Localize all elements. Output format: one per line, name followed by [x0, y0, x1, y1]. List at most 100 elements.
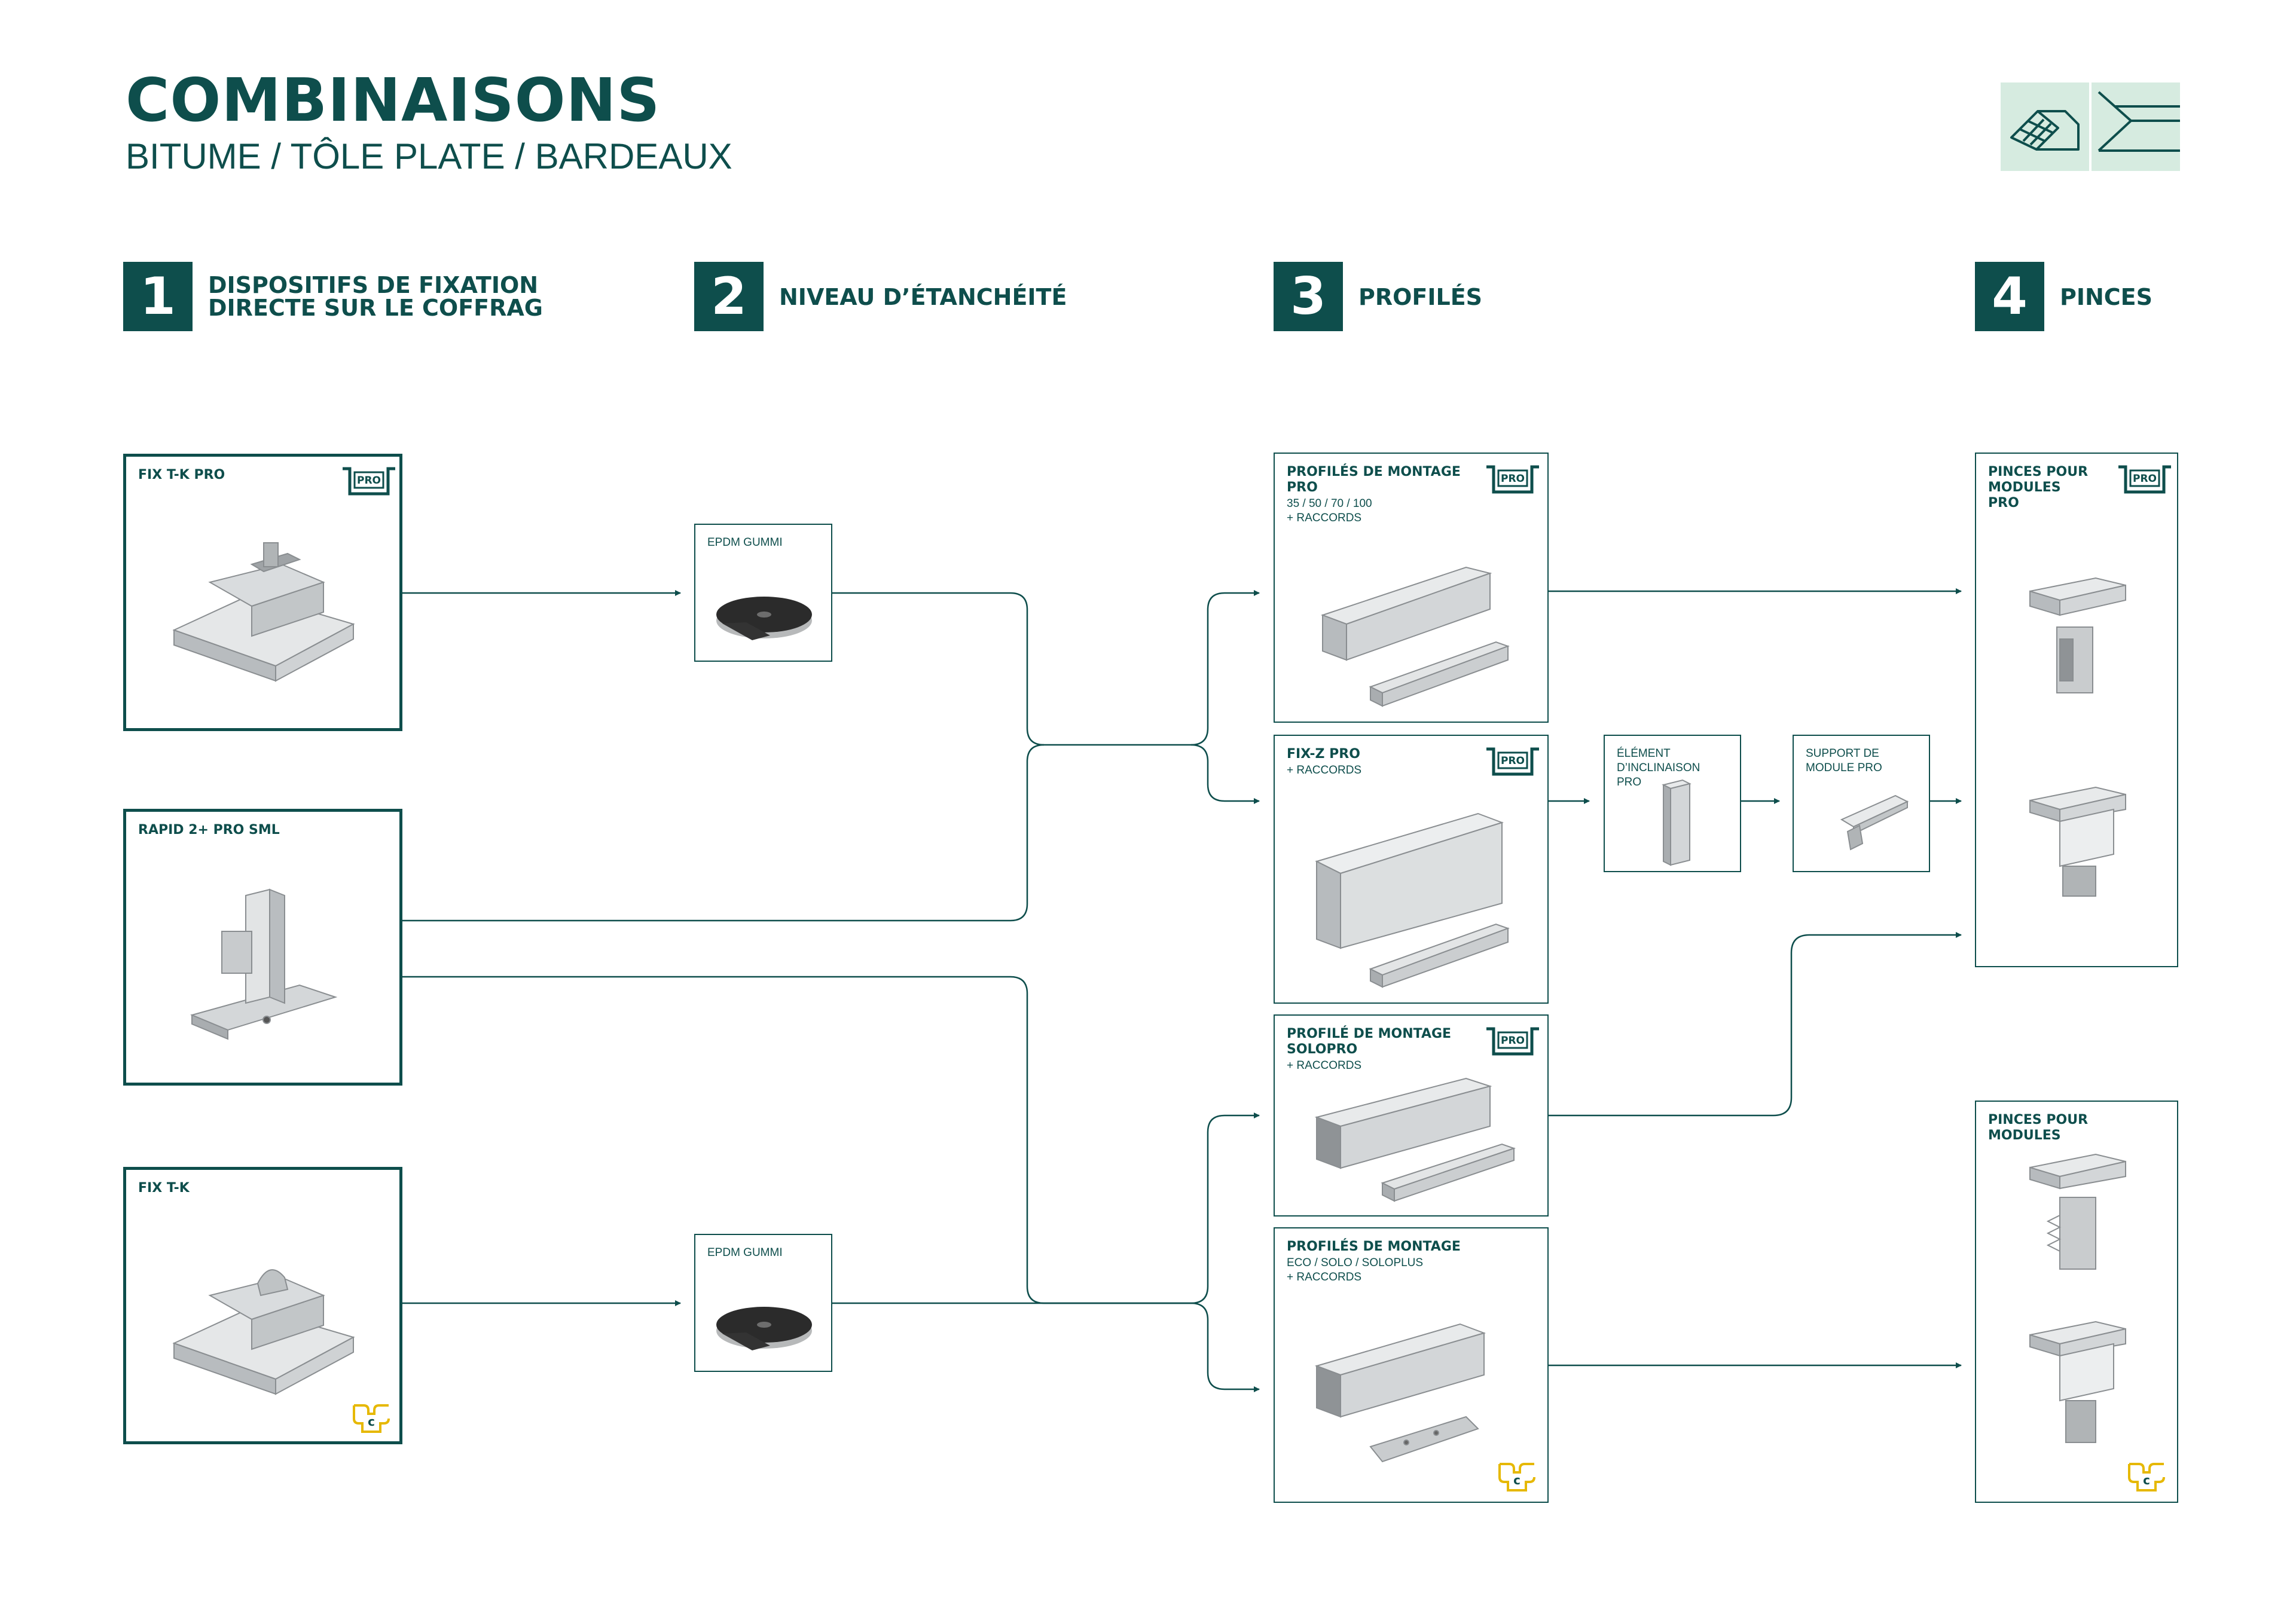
- middle-clamp-pro-image: [2029, 786, 2126, 897]
- product-subtitle: + RACCORDS: [1287, 764, 1362, 777]
- pro-badge-icon: PRO: [1486, 747, 1539, 776]
- cs-badge-icon: c: [353, 1404, 390, 1433]
- connector-hub-to-solopro: [1190, 1112, 1260, 1304]
- product-card-fix-z-pro[interactable]: FIX-Z PRO + RACCORDS PRO: [1274, 735, 1549, 1004]
- product-title: PROFILÉS DE MONTAGE: [1287, 1239, 1461, 1254]
- product-subtitle-line2: + RACCORDS: [1287, 512, 1362, 524]
- fix-tk-product-image: [172, 1269, 355, 1395]
- fix-tk-pro-product-image: [172, 542, 355, 682]
- step-3-title: PROFILÉS: [1358, 284, 1483, 310]
- mounting-profile-pro-image: [1321, 566, 1510, 707]
- cs-badge-text: c: [368, 1414, 375, 1429]
- cs-badge-icon: c: [1498, 1463, 1535, 1491]
- eco-solo-profile-image: [1314, 1323, 1486, 1463]
- product-name-line1: ÉLÉMENT: [1617, 747, 1671, 760]
- connector-hub-to-fixz: [1190, 744, 1260, 804]
- product-subtitle: 35 / 50 / 70 / 100 + RACCORDS: [1287, 497, 1372, 525]
- product-card-fix-tk[interactable]: FIX T-K c: [123, 1167, 402, 1444]
- product-card-epdm-gummi-lower[interactable]: EPDM GUMMI: [694, 1234, 832, 1372]
- flat-roof-logo-icon: [2092, 82, 2180, 171]
- rapid-2-pro-sml-product-image: [190, 888, 338, 1040]
- product-title: PROFILÉ DE MONTAGE SOLOPRO: [1287, 1026, 1451, 1057]
- product-card-fix-tk-pro[interactable]: FIX T-K PRO PRO: [123, 454, 402, 731]
- product-name-line2: MODULE PRO: [1806, 762, 1882, 774]
- epdm-roll-icon: [716, 1307, 812, 1350]
- pro-badge-icon: PRO: [1486, 1027, 1539, 1056]
- product-card-profile-solopro[interactable]: PROFILÉ DE MONTAGE SOLOPRO + RACCORDS PR…: [1274, 1014, 1549, 1217]
- tilt-element-image: [1662, 779, 1692, 866]
- product-subtitle-line1: 35 / 50 / 70 / 100: [1287, 497, 1372, 510]
- cs-badge-text: c: [1513, 1473, 1521, 1487]
- product-name: EPDM GUMMI: [707, 1246, 783, 1259]
- pro-badge-icon: PRO: [2118, 465, 2171, 494]
- connector-rapid-to-lower: [402, 976, 1191, 1304]
- step-3-number: 3: [1274, 262, 1343, 331]
- product-title-line1: PINCES POUR: [1988, 1112, 2089, 1127]
- step-4-number: 4: [1975, 262, 2044, 331]
- page-subtitle: BITUME / TÔLE PLATE / BARDEAUX: [126, 136, 732, 176]
- product-title: PROFILÉS DE MONTAGE PRO: [1287, 464, 1461, 496]
- product-card-profiles-montage-eco[interactable]: PROFILÉS DE MONTAGE ECO / SOLO / SOLOPLU…: [1274, 1227, 1549, 1503]
- product-title-line1: PROFILÉ DE MONTAGE: [1287, 1026, 1452, 1041]
- connector-solopro-to-clamps: [1549, 932, 1962, 1117]
- product-card-profiles-montage-pro[interactable]: PROFILÉS DE MONTAGE PRO 35 / 50 / 70 / 1…: [1274, 453, 1549, 723]
- product-title-line1: PROFILÉS DE MONTAGE: [1287, 464, 1461, 479]
- step-1-title: DISPOSITIFS DE FIXATION DIRECTE SUR LE C…: [208, 274, 543, 319]
- product-title-line2: MODULES: [1988, 1128, 2061, 1143]
- connector-rapid-to-upper: [402, 744, 1045, 922]
- product-name: FIX T-K PRO: [138, 467, 225, 482]
- step-4-title: PINCES: [2060, 284, 2153, 310]
- pro-badge-icon: PRO: [343, 467, 395, 496]
- pro-badge-text: PRO: [1501, 755, 1525, 767]
- end-clamp-image: [2029, 1153, 2126, 1270]
- product-title-line3: PRO: [1988, 496, 2019, 511]
- cs-badge-text: c: [2143, 1473, 2150, 1487]
- step-1-title-line1: DISPOSITIFS DE FIXATION: [208, 272, 539, 298]
- middle-clamp-image: [2029, 1321, 2126, 1443]
- product-name-line2: D’INCLINAISON: [1617, 762, 1700, 774]
- product-card-support-module-pro[interactable]: SUPPORT DE MODULE PRO: [1793, 735, 1930, 872]
- product-card-epdm-gummi-upper[interactable]: EPDM GUMMI: [694, 524, 832, 662]
- product-name: ÉLÉMENT D’INCLINAISON PRO: [1617, 747, 1700, 790]
- fix-z-pro-image: [1315, 812, 1510, 988]
- product-subtitle: ECO / SOLO / SOLOPLUS + RACCORDS: [1287, 1256, 1423, 1285]
- connector-hub-to-profiles-pro: [1190, 590, 1260, 746]
- product-subtitle-line1: ECO / SOLO / SOLOPLUS: [1287, 1257, 1424, 1269]
- product-card-rapid-2-pro-sml[interactable]: RAPID 2+ PRO SML: [123, 809, 402, 1086]
- brand-logo: [2001, 82, 2180, 171]
- product-title: FIX-Z PRO: [1287, 747, 1360, 762]
- product-card-element-inclinaison-pro[interactable]: ÉLÉMENT D’INCLINAISON PRO: [1604, 735, 1741, 872]
- module-support-image: [1840, 794, 1909, 851]
- roof-panel-logo-icon: [2001, 82, 2089, 171]
- pro-badge-icon: PRO: [1486, 465, 1539, 494]
- product-name: FIX T-K: [138, 1181, 190, 1196]
- pro-badge-text: PRO: [1501, 473, 1525, 485]
- product-name: SUPPORT DE MODULE PRO: [1806, 747, 1882, 775]
- connector-hub-to-eco: [1190, 1302, 1260, 1392]
- end-clamp-pro-image: [2029, 577, 2126, 693]
- product-name: RAPID 2+ PRO SML: [138, 823, 280, 838]
- epdm-roll-icon: [716, 597, 812, 640]
- product-name-line3: PRO: [1617, 776, 1642, 788]
- cs-badge-icon: c: [2128, 1463, 2165, 1491]
- product-name: EPDM GUMMI: [707, 536, 783, 549]
- product-title-line1: PINCES POUR: [1988, 464, 2089, 479]
- step-1-title-line2: DIRECTE SUR LE COFFRAG: [208, 295, 543, 321]
- product-title-line2: SOLOPRO: [1287, 1042, 1358, 1057]
- step-1-number: 1: [123, 262, 193, 331]
- product-subtitle: + RACCORDS: [1287, 1059, 1362, 1072]
- pro-badge-text: PRO: [1501, 1035, 1525, 1047]
- solopro-profile-image: [1314, 1077, 1516, 1202]
- product-card-pinces-modules-pro[interactable]: PINCES POUR MODULES PRO PRO: [1975, 453, 2178, 967]
- pro-badge-text: PRO: [2133, 473, 2157, 485]
- product-subtitle-line2: + RACCORDS: [1287, 1271, 1362, 1283]
- product-title-line2: MODULES: [1988, 480, 2061, 495]
- product-card-pinces-modules[interactable]: PINCES POUR MODULES c: [1975, 1101, 2178, 1503]
- product-title: PINCES POUR MODULES PRO: [1988, 464, 2088, 511]
- step-2-title: NIVEAU D’ÉTANCHÉITÉ: [779, 284, 1067, 310]
- step-2-number: 2: [694, 262, 764, 331]
- product-name-line1: SUPPORT DE: [1806, 747, 1879, 760]
- pro-badge-text: PRO: [357, 475, 381, 487]
- product-title-line2: PRO: [1287, 480, 1318, 495]
